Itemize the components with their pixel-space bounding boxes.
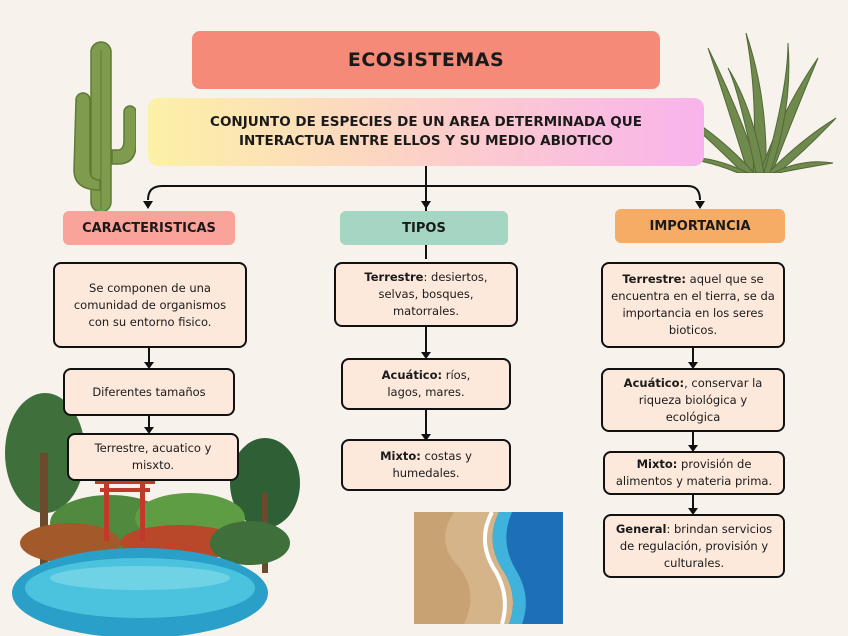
box-text: ríos, lagos, mares.	[387, 368, 471, 399]
box-text: aquel que se encuentra en el tierra, se …	[611, 272, 775, 337]
box-text: provisión de alimentos y materia prima.	[615, 457, 773, 488]
box-text: , conservar la riqueza biológica y ecoló…	[638, 375, 763, 424]
beach-shore-icon	[414, 512, 563, 624]
box-label: Acuático:	[623, 375, 685, 390]
heading-importancia: IMPORTANCIA	[615, 209, 785, 243]
box-label: Mixto:	[380, 449, 421, 463]
box-label: Terrestre	[364, 270, 424, 284]
page-subtitle: CONJUNTO DE ESPECIES DE UN AREA DETERMIN…	[148, 98, 704, 166]
tipos-box-acuatico: Acuático: ríos, lagos, mares.	[341, 358, 511, 410]
heading-caracteristicas: CARACTERISTICAS	[63, 211, 235, 245]
box-label: Acuático:	[381, 368, 443, 382]
agave-plant-icon	[669, 32, 837, 173]
lake-forest-torii-icon	[5, 393, 300, 636]
box-text: : brindan servicios de regulación, provi…	[619, 521, 773, 570]
tipos-box-mixto: Mixto: costas y humedales.	[341, 439, 511, 491]
importancia-box-acuatico: Acuático:, conservar la riqueza biológic…	[601, 368, 785, 432]
caracteristicas-box-3: Terrestre, acuatico y misxto.	[67, 433, 239, 481]
importancia-box-general: General: brindan servicios de regulación…	[603, 514, 785, 578]
box-text: : desiertos, selvas, bosques, matorrales…	[378, 270, 488, 318]
heading-tipos: TIPOS	[340, 211, 508, 245]
box-label: Mixto:	[636, 457, 678, 471]
box-text: Terrestre, acuatico y misxto.	[94, 441, 212, 472]
box-text: Diferentes tamaños	[92, 384, 206, 399]
box-label: General	[615, 521, 667, 536]
box-text: Se componen de una comunidad de organism…	[73, 280, 227, 329]
tipos-box-terrestre: Terrestre: desiertos, selvas, bosques, m…	[334, 262, 518, 327]
box-text: costas y humedales.	[392, 449, 472, 480]
caracteristicas-box-1: Se componen de una comunidad de organism…	[53, 262, 247, 348]
page-title: ECOSISTEMAS	[192, 31, 660, 89]
cactus-icon	[73, 41, 136, 212]
caracteristicas-box-2: Diferentes tamaños	[63, 368, 235, 416]
importancia-box-mixto: Mixto: provisión de alimentos y materia …	[603, 451, 785, 495]
box-label: Terrestre:	[622, 272, 687, 286]
importancia-box-terrestre: Terrestre: aquel que se encuentra en el …	[601, 262, 785, 348]
